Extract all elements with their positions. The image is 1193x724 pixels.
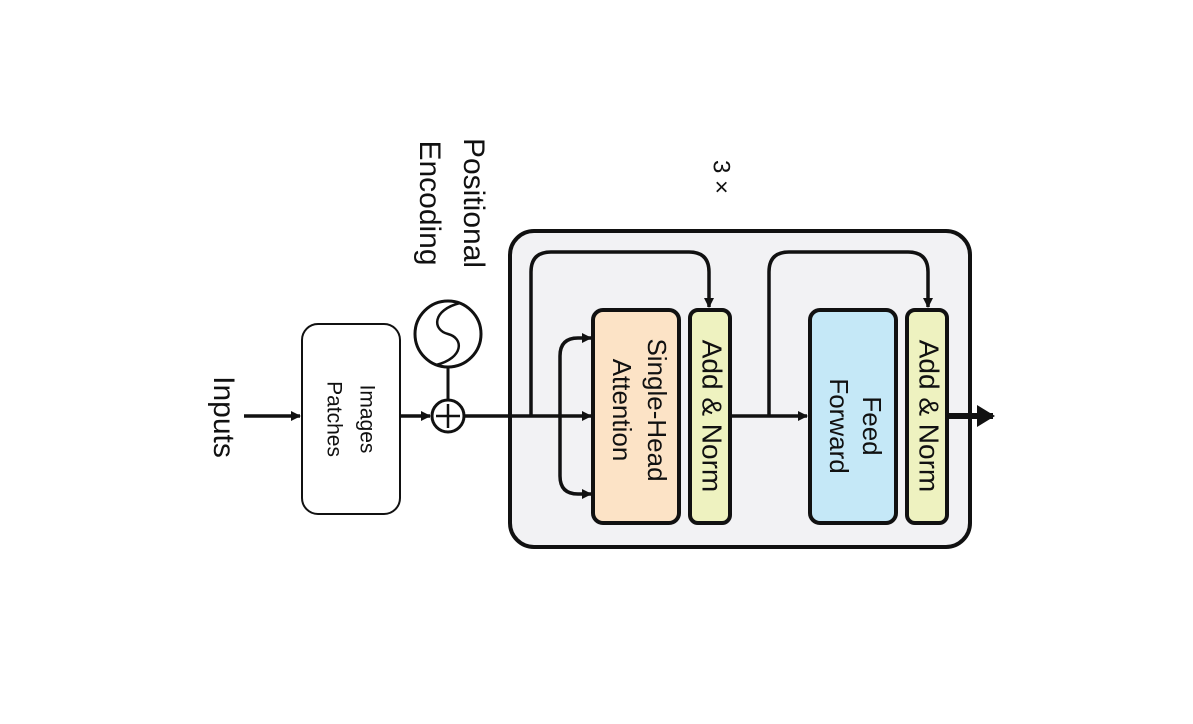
positional-label-line1: Positional — [457, 138, 490, 268]
qkv-branch-bottom — [558, 416, 592, 499]
qkv-branch-top — [558, 333, 592, 416]
single-head-attention-box — [591, 308, 681, 525]
feed-forward-label-line2: Forward — [824, 378, 854, 473]
patches-label-line1: Images — [355, 385, 378, 454]
feed-forward-box — [808, 308, 898, 525]
repeat-count-label: 3 × — [708, 160, 735, 194]
feed-forward-label-line1: Feed — [857, 396, 887, 455]
inputs-label: Inputs — [207, 376, 240, 458]
encoder-block — [508, 229, 972, 549]
attention-label-line1: Single-Head — [642, 338, 672, 481]
positional-label-line2: Encoding — [413, 140, 446, 265]
add-norm-label-1: Add & Norm — [697, 340, 728, 493]
residual-connection-2 — [767, 250, 933, 416]
sine-wave-icon — [413, 299, 483, 369]
attention-label-line2: Attention — [607, 359, 637, 462]
image-patches-box — [301, 323, 401, 515]
residual-connection-1 — [529, 250, 714, 416]
add-circle-icon — [430, 398, 466, 434]
add-norm-label-2: Add & Norm — [914, 340, 945, 493]
patches-label-line2: Patches — [322, 381, 345, 457]
